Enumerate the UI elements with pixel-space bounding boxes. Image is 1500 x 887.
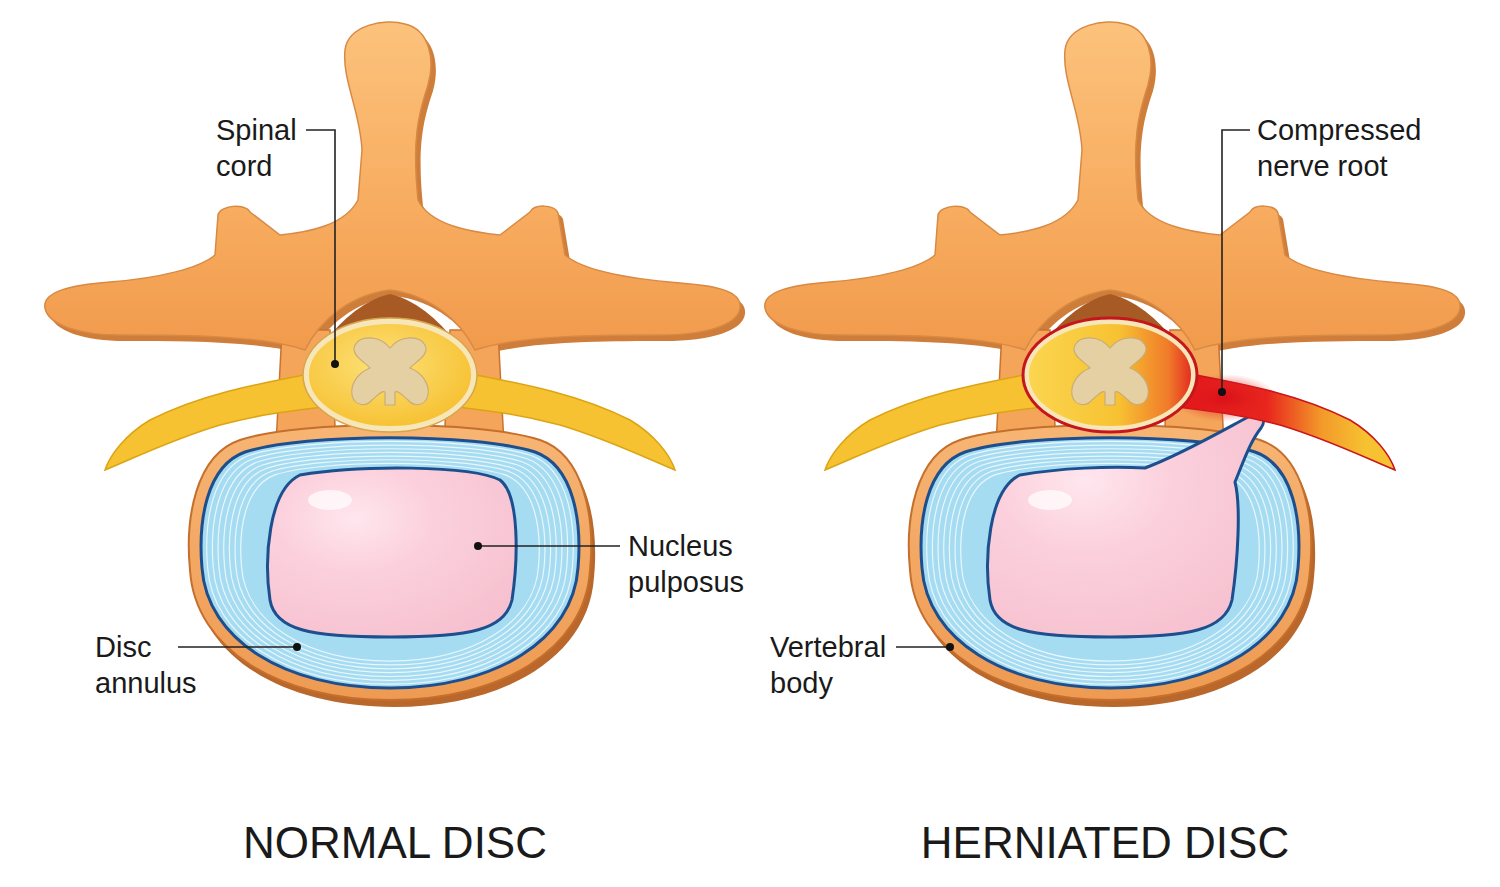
leader-dots: [293, 360, 1226, 651]
spinal-cord: [1026, 321, 1194, 429]
annulus-ring: [241, 463, 540, 661]
gray-matter: [352, 338, 429, 405]
leader-dot: [331, 360, 339, 368]
spinal-cord: [306, 321, 474, 429]
leader-line: [306, 130, 335, 362]
spinal-cord-edge: [1023, 318, 1197, 432]
vertebral-body: [189, 425, 591, 700]
normal-vertebra: [45, 22, 745, 707]
leader-dot: [293, 643, 301, 651]
part-label: Spinal cord: [216, 112, 297, 184]
vertebral-arch: [765, 22, 1460, 350]
nerve-root: [105, 372, 330, 470]
annulus-ring: [229, 456, 550, 669]
gray-matter: [1072, 338, 1149, 405]
nucleus-pulposus: [268, 468, 516, 637]
compressed-nerve-root: [1170, 372, 1395, 470]
highlight: [308, 490, 352, 510]
disc-annulus: [201, 438, 579, 688]
leader-dot: [946, 643, 954, 651]
annulus-ring: [212, 445, 567, 680]
highlight: [1028, 490, 1072, 510]
part-label: Disc annulus: [95, 629, 197, 701]
annulus-ring: [218, 449, 562, 677]
part-label: Vertebral body: [770, 629, 886, 701]
leader-dot: [474, 542, 482, 550]
panel-caption: NORMAL DISC: [243, 818, 547, 868]
herniated-nucleus: [988, 414, 1264, 637]
annulus-ring: [224, 452, 557, 672]
leader-line: [1222, 130, 1250, 390]
leader-line: [478, 545, 620, 547]
part-label: Compressed nerve root: [1257, 112, 1437, 184]
leader-line: [178, 646, 297, 648]
part-label: Nucleus pulposus: [628, 528, 744, 600]
herniated-vertebra: [765, 22, 1465, 707]
spinal-cord-edge: [303, 318, 477, 432]
leader-dot: [1218, 388, 1226, 396]
nerve-root: [825, 372, 1050, 470]
panel-caption: HERNIATED DISC: [921, 818, 1289, 868]
nerve-root: [450, 372, 675, 470]
annulus-ring: [235, 460, 545, 665]
vertebral-arch: [45, 22, 740, 350]
leader-lines: [178, 130, 1250, 647]
leader-line: [896, 646, 948, 648]
